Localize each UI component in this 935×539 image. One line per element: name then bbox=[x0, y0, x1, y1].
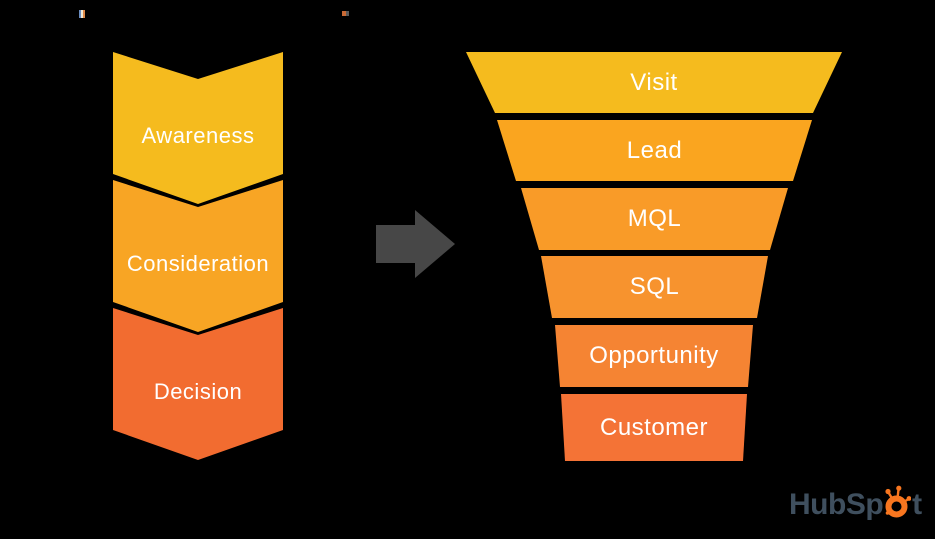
journey-stage-awareness: Awareness bbox=[113, 52, 283, 204]
funnel-band-label: Lead bbox=[626, 136, 683, 164]
arrow-shaft bbox=[376, 225, 415, 263]
funnel-band-sql: SQL bbox=[541, 256, 768, 318]
journey-stage-label: Awareness bbox=[141, 123, 255, 148]
journey-stage-label: Consideration bbox=[126, 251, 270, 276]
journey-stage-label: Decision bbox=[153, 379, 243, 404]
funnel-band-customer: Customer bbox=[561, 394, 747, 461]
funnel-band-mql: MQL bbox=[521, 188, 788, 250]
funnel-band-label: SQL bbox=[629, 273, 680, 300]
funnel-band-label: Visit bbox=[630, 68, 678, 96]
pixel-artifact bbox=[79, 10, 85, 18]
right-arrow-icon bbox=[376, 210, 456, 278]
funnel-band-label: Customer bbox=[599, 413, 709, 441]
funnel-band-label: Opportunity bbox=[589, 342, 719, 369]
hubspot-logo: HubSp t bbox=[789, 483, 922, 521]
funnel-band-opportunity: Opportunity bbox=[555, 325, 753, 387]
funnel-band-label: MQL bbox=[627, 205, 682, 232]
funnel-band-visit: Visit bbox=[466, 52, 842, 113]
hubspot-logo-text-prefix: HubSp bbox=[789, 488, 884, 521]
funnel-band-lead: Lead bbox=[497, 120, 812, 181]
pixel-artifact bbox=[342, 11, 349, 16]
hubspot-logo-text-suffix: t bbox=[912, 488, 922, 521]
arrow-head bbox=[415, 210, 455, 278]
hubspot-sprocket-icon bbox=[885, 485, 912, 518]
journey-stage-consideration: Consideration bbox=[113, 180, 283, 332]
